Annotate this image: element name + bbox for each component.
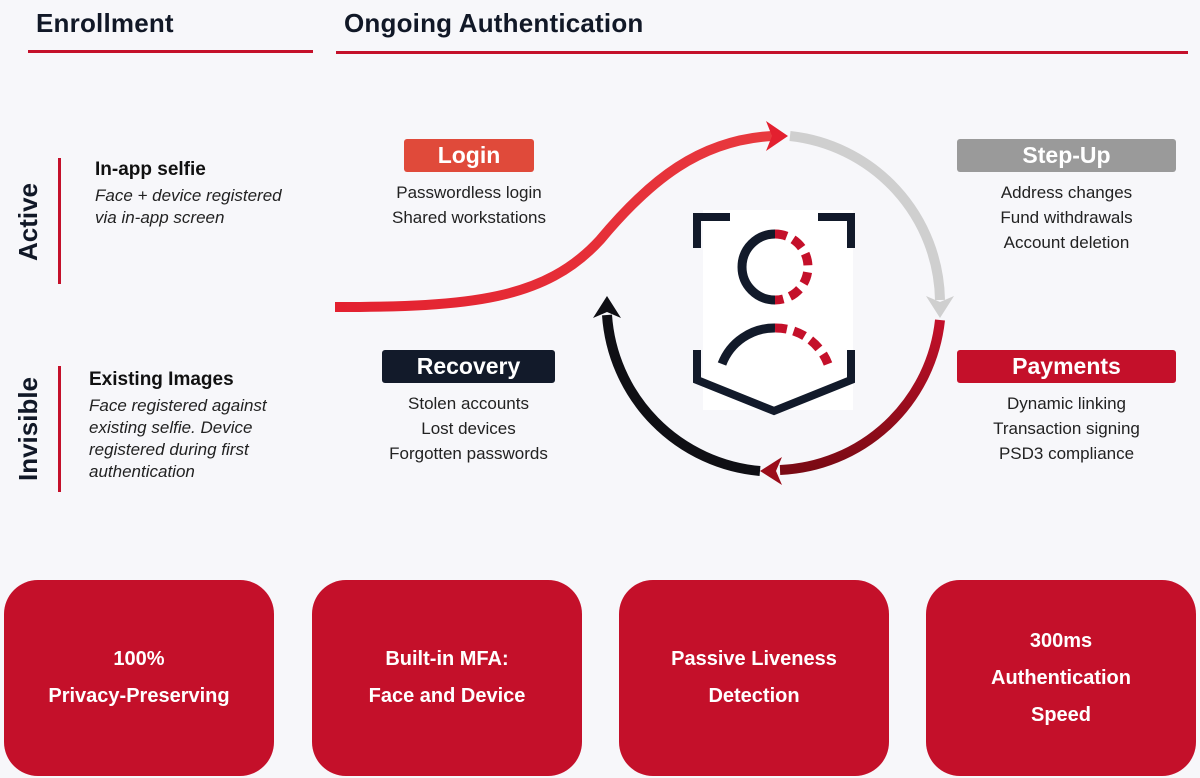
desc-line: authentication [89,462,195,481]
stage-login-pill: Login [404,139,534,172]
stage-recovery-items: Stolen accounts Lost devices Forgotten p… [358,391,579,466]
list-item: Account deletion [1003,233,1130,252]
invisible-divider [58,366,61,492]
feature-card-privacy: 100% Privacy-Preserving [4,580,274,776]
list-item: Passwordless login [396,183,542,202]
stage-payments-items: Dynamic linking Transaction signing PSD3… [956,391,1177,466]
list-item: Lost devices [421,419,516,438]
card-line: Authentication [991,666,1131,689]
arrowhead-top [766,121,788,151]
active-divider [58,158,61,284]
feature-card-mfa: Built-in MFA: Face and Device [312,580,582,776]
list-item: Transaction signing [993,419,1140,438]
invisible-enrollment-desc: Face registered against existing selfie.… [89,395,267,483]
stage-payments-pill: Payments [957,350,1176,383]
stage-stepup-items: Address changes Fund withdrawals Account… [956,180,1177,255]
arrowhead-bottom [760,457,782,485]
arrowhead-right [926,296,954,318]
ongoing-auth-header: Ongoing Authentication [344,8,644,38]
ongoing-auth-header-underline [336,51,1188,54]
stepup-arc [789,131,945,301]
stage-login-items: Passwordless login Shared workstations [359,180,579,230]
desc-line: registered during first [89,440,249,459]
stage-recovery-pill: Recovery [382,350,555,383]
enrollment-flow-arrow [334,131,773,312]
desc-line: Face + device registered [95,186,282,205]
card-line: 300ms [1029,629,1093,652]
list-item: Address changes [1000,183,1133,202]
card-line: Privacy-Preserving [48,685,230,707]
feature-card-speed: 300ms Authentication Speed [926,580,1196,776]
recovery-arc [602,314,761,476]
payments-arc [779,319,945,475]
list-item: PSD3 compliance [998,444,1135,463]
desc-line: Face registered against [89,396,267,415]
card-line: Built-in MFA: [385,648,509,670]
active-enrollment-desc: Face + device registered via in-app scre… [95,185,282,229]
list-item: Dynamic linking [1006,394,1127,413]
arrowhead-left [593,296,621,318]
card-line: Face and Device [368,685,526,707]
stage-stepup-pill: Step-Up [957,139,1176,172]
list-item: Forgotten passwords [389,444,548,463]
card-line: Detection [708,685,800,707]
enrollment-header: Enrollment [36,8,174,38]
active-enrollment-title: In-app selfie [95,159,206,180]
face-scan-icon [693,210,855,416]
card-line: Speed [1030,703,1092,726]
card-line: Passive Liveness [671,648,837,670]
feature-card-liveness: Passive Liveness Detection [619,580,889,776]
desc-line: via in-app screen [95,208,225,227]
list-item: Shared workstations [391,208,547,227]
list-item: Fund withdrawals [1000,208,1133,227]
enrollment-header-underline [28,50,313,53]
list-item: Stolen accounts [408,394,529,413]
desc-line: existing selfie. Device [89,418,253,437]
card-line: 100% [113,648,165,670]
invisible-enrollment-title: Existing Images [89,369,234,390]
